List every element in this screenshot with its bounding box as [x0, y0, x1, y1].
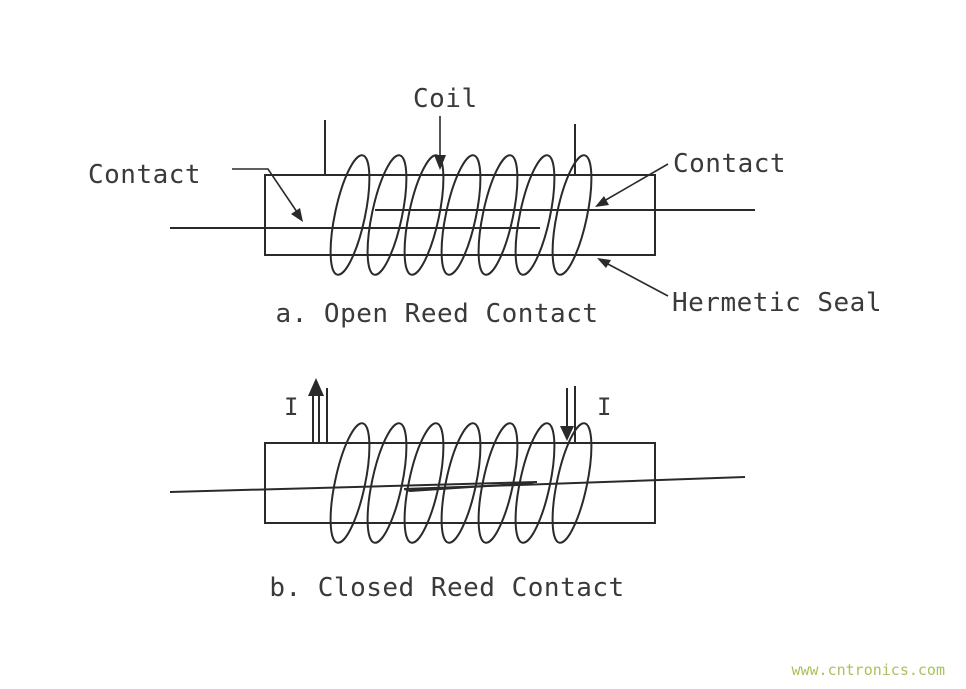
coil-loop	[366, 422, 408, 544]
diagram-a-caption: a. Open Reed Contact	[275, 299, 598, 329]
contact-right-arrowhead-icon	[595, 196, 609, 207]
current-down-arrow-icon	[560, 388, 574, 441]
current-right-label: I	[597, 393, 611, 421]
reed-blade-left-b	[169, 481, 538, 493]
contact-right-leader	[603, 163, 669, 202]
current-up-arrow-icon	[308, 378, 324, 442]
contact-left-arrowhead-icon	[291, 208, 303, 222]
coil-loop	[329, 154, 371, 276]
contact-left-leader	[232, 168, 298, 213]
coil-loop	[329, 422, 371, 544]
coil-arrowhead-icon	[434, 155, 446, 170]
coil-winding-a	[329, 154, 593, 276]
coil-loop	[440, 154, 482, 276]
contact-left-label: Contact	[88, 160, 201, 190]
glass-envelope-a	[264, 174, 656, 256]
hermetic-seal-label: Hermetic Seal	[672, 288, 882, 318]
diagram-b: I I b. Closed Reed Contact	[169, 378, 746, 603]
coil-loop	[366, 154, 408, 276]
closed-contact-overlap	[404, 482, 537, 492]
coil-loop	[514, 422, 556, 544]
coil-label: Coil	[413, 84, 478, 114]
coil-loop	[551, 154, 593, 276]
contact-right-label: Contact	[673, 149, 786, 179]
glass-envelope-b	[264, 442, 656, 524]
coil-loop	[403, 154, 445, 276]
hermetic-seal-leader	[605, 262, 669, 297]
watermark-text: www.cntronics.com	[791, 661, 945, 679]
coil-loop	[551, 422, 593, 544]
coil-loop	[477, 154, 519, 276]
diagram-b-caption: b. Closed Reed Contact	[269, 573, 624, 603]
current-left-label: I	[284, 393, 298, 421]
coil-loop	[514, 154, 556, 276]
diagram-a: Coil Contact Contact Hermetic Seal a. Op…	[88, 84, 882, 329]
coil-loop	[403, 422, 445, 544]
hermetic-seal-arrowhead-icon	[597, 258, 611, 268]
